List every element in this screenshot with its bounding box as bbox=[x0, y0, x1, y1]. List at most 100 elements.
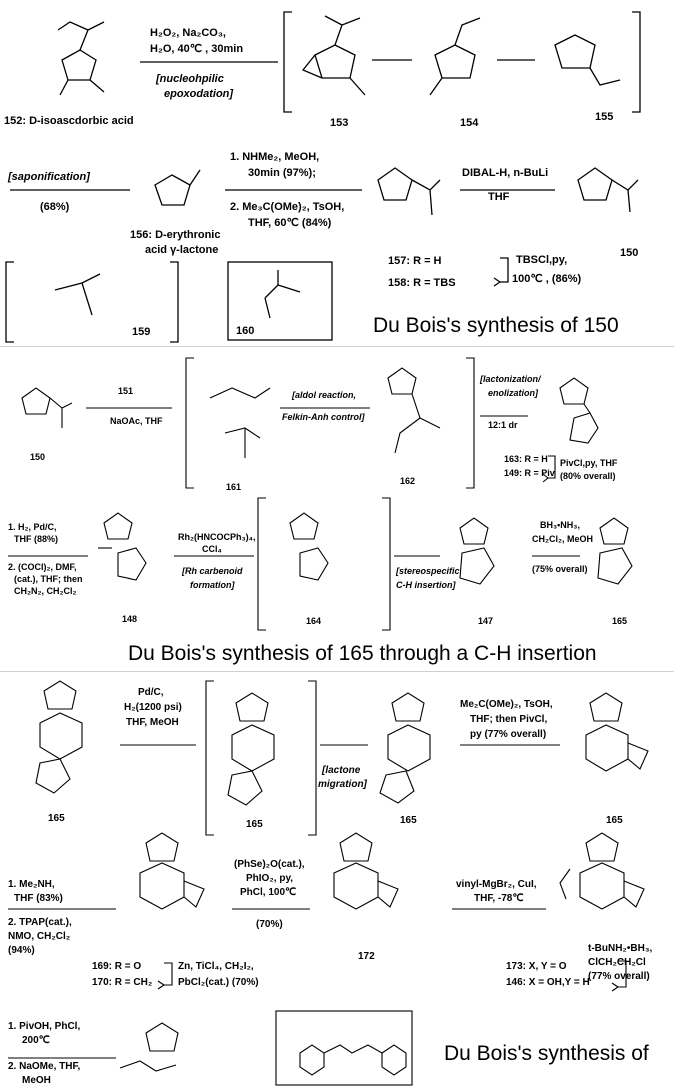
divider-1 bbox=[0, 346, 674, 347]
migration-label: [lactone bbox=[321, 765, 361, 776]
c154-label: 154 bbox=[460, 117, 479, 129]
epox-label: [nucleohpilic bbox=[155, 73, 224, 85]
rh-solvent: CCl₄ bbox=[202, 544, 222, 554]
methylenation-reagent: Zn, TiCl₄, CH₂I₂, bbox=[178, 961, 254, 972]
c165-label-b: 165 bbox=[48, 813, 65, 824]
aldol-label: [aldol reaction, bbox=[291, 390, 356, 400]
c152-label: 152: D-isoascdorbic acid bbox=[4, 115, 134, 127]
amide-step1b: THF (83%) bbox=[14, 893, 63, 904]
hydro-solvent: THF, MeOH bbox=[126, 717, 179, 728]
borane-reagent: BH₃•NH₃, bbox=[540, 520, 580, 530]
c159-label: 159 bbox=[132, 326, 150, 338]
c150-label-b: 150 bbox=[30, 452, 45, 462]
sapon-yield: (68%) bbox=[40, 201, 70, 213]
c165-label-e: 165 bbox=[606, 815, 623, 826]
panel-synthesis-174: 165 Pd/C, H₂(1200 psi) THF, MeOH 165 [la… bbox=[0, 673, 674, 1088]
c155-label: 155 bbox=[595, 111, 613, 123]
reduction-reagent: t-BuNH₂•BH₃, bbox=[588, 943, 652, 954]
amide-step1: 1. Me₂NH, bbox=[8, 879, 55, 890]
panel-synthesis-165: 150 151 NaOAc, THF [aldol reaction, Felk… bbox=[0, 348, 674, 670]
amide-step2c: (94%) bbox=[8, 945, 35, 956]
panel-2-svg: 150 151 NaOAc, THF [aldol reaction, Felk… bbox=[8, 357, 633, 631]
reduction-solvent: ClCH₂CH₂Cl bbox=[588, 957, 646, 968]
acetonide-step1: 1. NHMe₂, MeOH, bbox=[230, 151, 319, 163]
migration-label-2: migration] bbox=[318, 779, 368, 790]
ch-label-2: C-H insertion] bbox=[396, 580, 457, 590]
c165-label-d: 165 bbox=[400, 815, 417, 826]
dibal-solvent: THF bbox=[488, 191, 510, 203]
epox-conditions: H₂O₂, Na₂CO₃, bbox=[150, 27, 226, 39]
diazo-step2: 2. (COCl)₂, DMF, bbox=[8, 562, 77, 572]
amide-step2: 2. TPAP(cat.), bbox=[8, 917, 72, 928]
hydro-conditions: H₂(1200 psi) bbox=[124, 702, 182, 713]
c150-label-top: 150 bbox=[620, 247, 638, 259]
borane-yield: (75% overall) bbox=[532, 564, 588, 574]
methylenation-reagent-2: PbCl₂(cat.) (70%) bbox=[178, 977, 259, 988]
epox-conditions-2: H₂O, 40℃ , 30min bbox=[150, 43, 243, 55]
piv-yield: (80% overall) bbox=[560, 471, 616, 481]
final-step2b: MeOH bbox=[22, 1075, 51, 1086]
c162-label: 162 bbox=[400, 476, 415, 486]
cuprate-conditions: THF, -78℃ bbox=[474, 893, 524, 904]
panel-synthesis-150: 152: D-isoascdorbic acid H₂O₂, Na₂CO₃, H… bbox=[0, 0, 674, 345]
c160-label: 160 bbox=[236, 325, 254, 337]
selenium-reagent-2: PhIO₂, py, bbox=[246, 873, 293, 884]
aldol-conditions: NaOAc, THF bbox=[110, 416, 163, 426]
c146-label: 146: X = OH,Y = H bbox=[506, 977, 590, 988]
piv-conditions: PivCl,py, THF bbox=[560, 458, 618, 468]
diazo-step2b: (cat.), THF; then bbox=[14, 574, 83, 584]
c151-label: 151 bbox=[118, 386, 133, 396]
borane-solvent: CH₂Cl₂, MeOH bbox=[532, 534, 593, 544]
caption-synthesis-150: Du Bois's synthesis of 150 bbox=[373, 314, 619, 337]
c147-label: 147 bbox=[478, 616, 493, 626]
aldol-label-2: Felkin-Anh control] bbox=[282, 412, 365, 422]
tbs-reagent: TBSCl,py, bbox=[516, 254, 567, 266]
ketal-reagent: Me₂C(OMe)₂, TsOH, bbox=[460, 699, 553, 710]
acetonide-step2b: THF, 60℃ (84%) bbox=[248, 217, 332, 229]
rh-label-2: formation] bbox=[190, 580, 235, 590]
c163-label: 163: R = H bbox=[504, 454, 548, 464]
amide-step2b: NMO, CH₂Cl₂ bbox=[8, 931, 70, 942]
cuprate-reagent: vinyl-MgBr₂, CuI, bbox=[456, 879, 537, 890]
c149-label: 149: R = Piv bbox=[504, 468, 555, 478]
ketal-reagent-3: py (77% overall) bbox=[470, 729, 546, 740]
panel-3-svg: 165 Pd/C, H₂(1200 psi) THF, MeOH 165 [la… bbox=[8, 680, 652, 1086]
c161-label: 161 bbox=[226, 482, 241, 492]
lact-label: [lactonization/ bbox=[479, 374, 542, 384]
reduction-yield: (77% overall) bbox=[588, 971, 650, 982]
c173-label: 173: X, Y = O bbox=[506, 961, 567, 972]
c157-label: 157: R = H bbox=[388, 255, 442, 267]
ketal-reagent-2: THF; then PivCl, bbox=[470, 714, 547, 725]
c158-label: 158: R = TBS bbox=[388, 277, 456, 289]
c148-label: 148 bbox=[122, 614, 137, 624]
sapon-label: [saponification] bbox=[7, 171, 90, 183]
c170-label: 170: R = CH₂ bbox=[92, 977, 152, 988]
lact-dr: 12:1 dr bbox=[488, 420, 518, 430]
c156b-label: acid γ-lactone bbox=[145, 244, 218, 256]
hydro-reagent: Pd/C, bbox=[138, 687, 164, 698]
divider-2 bbox=[0, 671, 674, 672]
final-step1b: 200℃ bbox=[22, 1035, 50, 1046]
c169-label: 169: R = O bbox=[92, 961, 141, 972]
final-step1: 1. PivOH, PhCl, bbox=[8, 1021, 80, 1032]
selenium-reagent-3: PhCl, 100℃ bbox=[240, 887, 296, 898]
tbs-conditions: 100℃ , (86%) bbox=[512, 273, 582, 285]
rh-label: [Rh carbenoid bbox=[181, 566, 243, 576]
c153-label: 153 bbox=[330, 117, 348, 129]
acetonide-step1b: 30min (97%); bbox=[248, 167, 316, 179]
c156-label: 156: D-erythronic bbox=[130, 229, 220, 241]
rh-reagent: Rh₂(HNCOCPh₃)₄, bbox=[178, 532, 255, 542]
diazo-step1: 1. H₂, Pd/C, bbox=[8, 522, 57, 532]
acetonide-step2: 2. Me₃C(OMe)₂, TsOH, bbox=[230, 201, 344, 213]
selenium-yield: (70%) bbox=[256, 919, 283, 930]
c172-label: 172 bbox=[358, 951, 375, 962]
epox-label-2: epoxodation] bbox=[164, 88, 233, 100]
caption-synthesis-165: Du Bois's synthesis of 165 through a C-H… bbox=[128, 642, 597, 665]
caption-synthesis-174: Du Bois's synthesis of bbox=[444, 1042, 649, 1065]
diazo-step2c: CH₂N₂, CH₂Cl₂ bbox=[14, 586, 77, 596]
c164-label: 164 bbox=[306, 616, 321, 626]
panel-1-svg: 152: D-isoascdorbic acid H₂O₂, Na₂CO₃, H… bbox=[4, 11, 641, 343]
lact-label-2: enolization] bbox=[488, 388, 539, 398]
dibal-reagent: DIBAL-H, n-BuLi bbox=[462, 167, 548, 179]
